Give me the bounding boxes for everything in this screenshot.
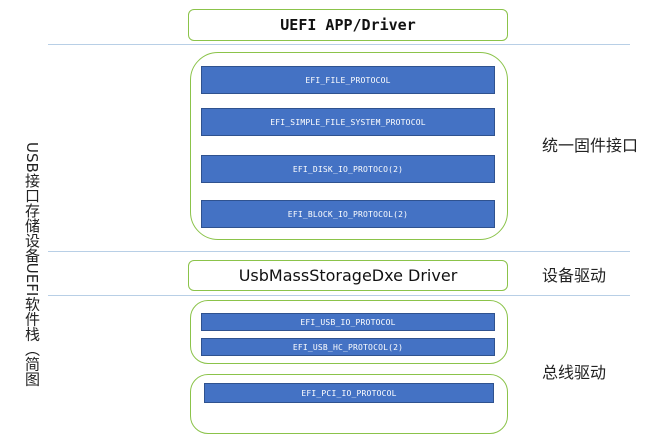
layer-divider — [48, 251, 630, 252]
protocol-bar: EFI_USB_IO_PROTOCOL — [201, 313, 495, 331]
layer-divider — [48, 44, 630, 45]
protocol-bar: EFI_USB_HC_PROTOCOL(2) — [201, 338, 495, 356]
layer-divider — [48, 295, 630, 296]
protocol-bar: EFI_DISK_IO_PROTOCO(2) — [201, 155, 495, 183]
uefi-app-driver-label: UEFI APP/Driver — [280, 16, 416, 34]
usb-mass-storage-driver-box: UsbMassStorageDxe Driver — [188, 260, 508, 291]
protocol-bar: EFI_FILE_PROTOCOL — [201, 66, 495, 94]
bus-driver-label: 总线驱动 — [542, 363, 607, 382]
usb-mass-storage-driver-label: UsbMassStorageDxe Driver — [238, 266, 458, 285]
protocol-bar: EFI_BLOCK_IO_PROTOCOL(2) — [201, 200, 495, 228]
diagram-title: USB接口存储设备UEFI软件栈（简图 — [23, 142, 41, 387]
uefi-app-driver-box: UEFI APP/Driver — [188, 9, 508, 41]
firmware-interface-label: 统一固件接口 — [542, 136, 639, 155]
protocol-bar: EFI_PCI_IO_PROTOCOL — [204, 383, 494, 403]
device-driver-label: 设备驱动 — [542, 266, 607, 285]
protocol-bar: EFI_SIMPLE_FILE_SYSTEM_PROTOCOL — [201, 108, 495, 136]
